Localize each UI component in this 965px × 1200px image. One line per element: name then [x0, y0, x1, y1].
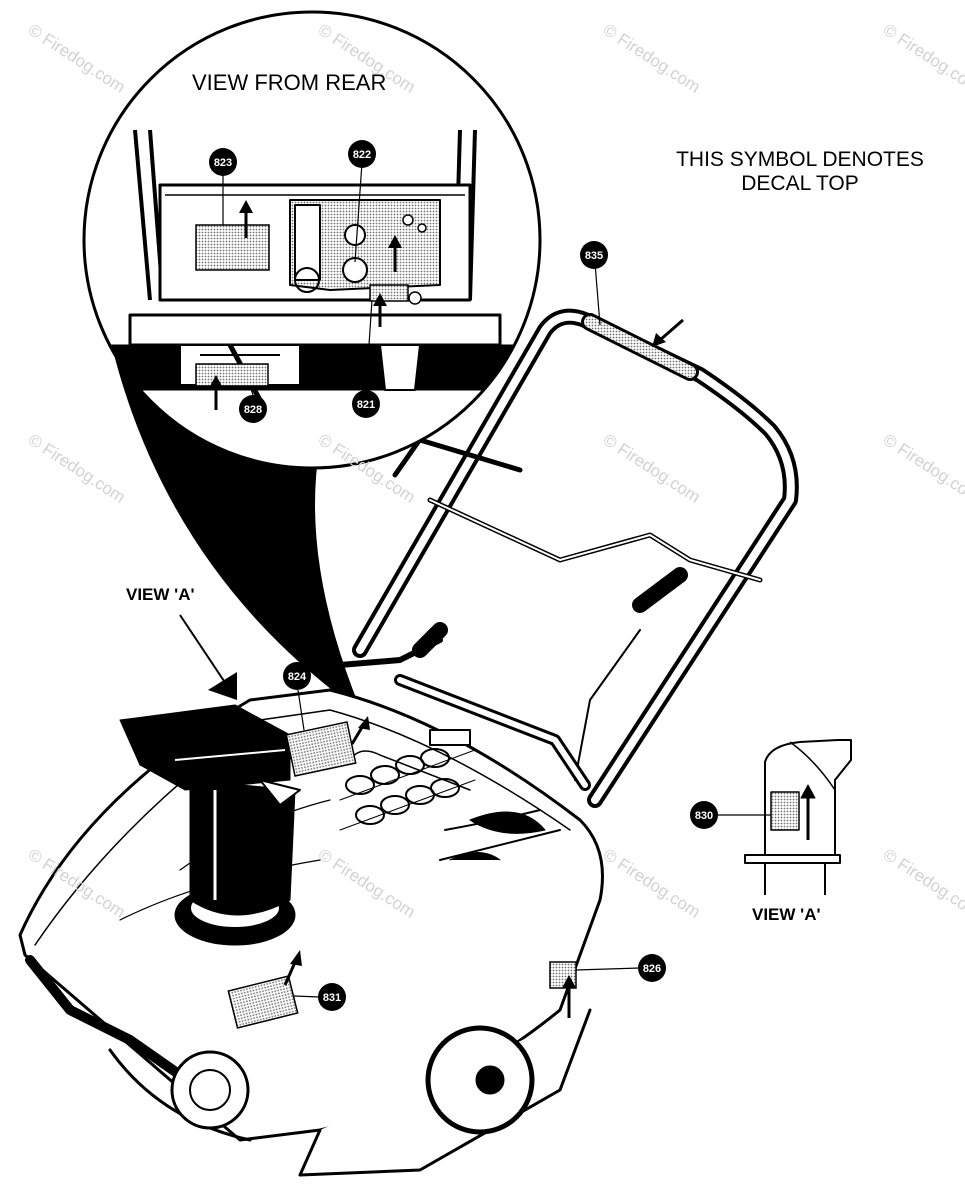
callout-826: 826 [638, 954, 666, 982]
decal-835-top-arrow [659, 318, 684, 342]
decal-823 [195, 224, 270, 271]
decal-822-top-arrowhead [388, 235, 402, 248]
symbol-note: THIS SYMBOL DENOTES DECAL TOP [640, 148, 960, 196]
handle-assembly [337, 308, 799, 808]
decal-830-top-arrowhead [800, 784, 816, 799]
decal-830 [770, 791, 800, 831]
snow-thrower-body [18, 688, 604, 1177]
decal-823-top-arrowhead [239, 200, 253, 213]
callout-824: 824 [283, 662, 311, 690]
symbol-note-line1: THIS SYMBOL DENOTES [676, 148, 924, 171]
leader-821 [365, 299, 373, 391]
callout-830: 830 [690, 801, 718, 829]
symbol-note-line2: DECAL TOP [741, 172, 859, 195]
callout-828: 828 [239, 395, 267, 423]
view-from-rear-title: VIEW FROM REAR [192, 70, 387, 95]
inset-pointer-wedge [108, 330, 360, 708]
decal-831 [227, 975, 299, 1029]
view-a-pointer-arrowhead [208, 672, 237, 700]
svg-text:824: 824 [288, 671, 307, 683]
leader-831 [293, 995, 321, 998]
callout-835: 835 [580, 241, 608, 269]
decal-828-top-arrowhead [209, 375, 223, 388]
view-a-detail [718, 739, 852, 895]
svg-text:830: 830 [695, 810, 713, 822]
decal-835-top-arrowhead [652, 333, 666, 347]
decal-831-top-arrowhead [290, 950, 302, 966]
discharge-chute [119, 600, 330, 946]
leader-822 [354, 162, 363, 263]
svg-text:826: 826 [643, 963, 661, 975]
view-a-pointer-line [179, 614, 231, 691]
svg-text:823: 823 [214, 157, 232, 169]
svg-text:835: 835 [585, 250, 603, 262]
view-a-label-main: VIEW 'A' [126, 585, 195, 604]
decal-821 [369, 284, 409, 302]
decal-824-top-arrowhead [358, 716, 370, 730]
callout-821: 821 [352, 390, 380, 418]
leader-826 [575, 967, 641, 971]
leader-828 [249, 385, 254, 396]
svg-text:821: 821 [357, 399, 375, 411]
decal-828 [195, 363, 269, 387]
svg-text:822: 822 [353, 149, 371, 161]
callout-831: 831 [318, 983, 346, 1011]
leader-824 [297, 689, 305, 731]
svg-text:828: 828 [244, 404, 262, 416]
decal-821-top-arrowhead [373, 293, 387, 306]
decal-826-top-arrowhead [562, 975, 576, 988]
rear-decals [195, 162, 409, 410]
callout-822: 822 [348, 140, 376, 168]
leader-835 [594, 262, 601, 326]
svg-text:831: 831 [323, 992, 341, 1004]
callout-823: 823 [209, 148, 237, 176]
view-a-label-detail: VIEW 'A' [752, 905, 821, 924]
